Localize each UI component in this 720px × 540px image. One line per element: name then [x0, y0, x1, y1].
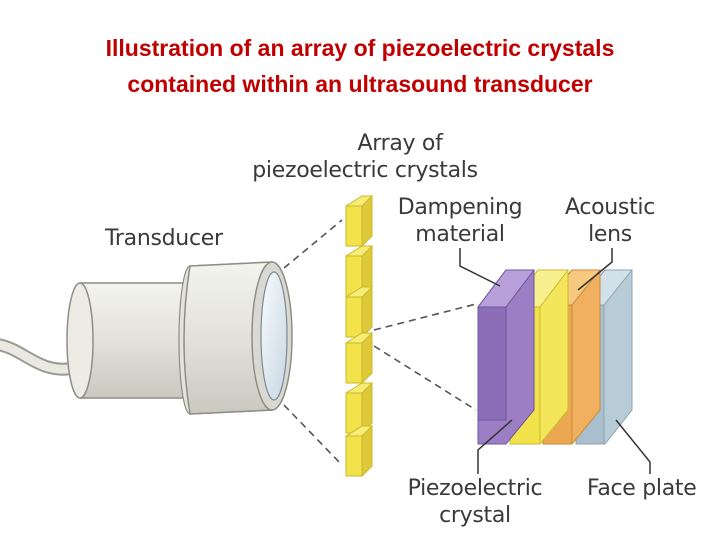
crystal-element [345, 424, 373, 478]
label-transducer: Transducer [105, 226, 223, 251]
label-crystal: crystal [439, 503, 511, 528]
label-lens: lens [588, 222, 632, 247]
label-material: material [415, 222, 505, 247]
slide-title: Illustration of an array of piezoelectri… [0, 30, 720, 102]
crystal-element [345, 331, 373, 385]
dampening-layer [476, 269, 536, 445]
label-piezoelectric-crystals: piezoelectric crystals [252, 158, 478, 183]
crystal-element [345, 194, 373, 248]
crystal-element [345, 381, 373, 435]
label-piezoelectric: Piezoelectric [407, 476, 543, 501]
cable [0, 338, 82, 376]
label-face-plate: Face plate [587, 476, 697, 501]
label-acoustic: Acoustic [564, 195, 656, 220]
leader-lines [459, 248, 651, 474]
crystal-array [345, 194, 373, 478]
array-to-stack-lines [373, 303, 477, 411]
crystal-element [345, 285, 373, 339]
label-dampening: Dampening [397, 195, 523, 220]
layer-stack [476, 269, 634, 445]
title-line-2: contained within an ultrasound transduce… [127, 71, 593, 97]
transducer-body [66, 261, 293, 415]
title-line-1: Illustration of an array of piezoelectri… [105, 35, 615, 61]
transducer-to-array-lines [283, 219, 343, 466]
label-array-of: Array of [357, 131, 443, 156]
